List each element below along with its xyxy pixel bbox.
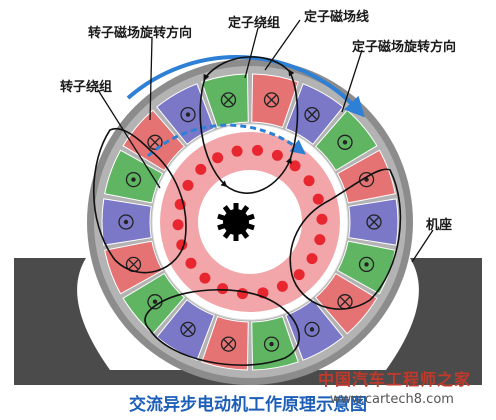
winding-into-page-icon (366, 214, 382, 230)
winding-out-of-page-icon (358, 256, 375, 273)
label-base: 机座 (426, 218, 453, 233)
rotor-conductor (271, 149, 283, 161)
stator-field-lines (93, 56, 402, 366)
stator-segment (314, 109, 378, 172)
rotor-conductor (231, 145, 243, 157)
watermark-url: www.cartech8.com (330, 392, 454, 407)
stator-segment (156, 83, 215, 145)
winding-out-of-page-icon (263, 336, 280, 352)
rotor-conductor (212, 152, 224, 164)
rotor-conductor (172, 219, 184, 231)
rotor-conductor (182, 179, 194, 191)
winding-out-of-page-icon (304, 321, 320, 338)
label-stator-winding: 定子绕组 (228, 16, 281, 31)
stator-segment (201, 315, 249, 371)
rotor-conductors (172, 144, 328, 300)
winding-out-of-page-icon (118, 214, 134, 230)
field-line-right (289, 168, 402, 310)
label-stator-field-line: 定子磁场线 (304, 10, 370, 25)
rotor-conductor (236, 288, 248, 300)
watermark-name: 中国汽车工程师之家 (318, 370, 472, 389)
rotor-conductor (199, 272, 211, 284)
rotor-conductor (312, 193, 324, 205)
stator-segment (104, 149, 164, 204)
winding-out-of-page-icon (337, 134, 353, 150)
label-rotor-winding: 转子绕组 (60, 80, 113, 95)
rotor-conductor (252, 144, 264, 156)
label-rotor-field-rotation: 转子磁场旋转方向 (88, 26, 193, 41)
stator-segment (104, 240, 164, 295)
winding-out-of-page-icon (125, 171, 142, 188)
field-line-left (93, 128, 187, 274)
winding-into-page-icon (147, 134, 163, 150)
rotor-conductor (289, 160, 301, 172)
shaft (217, 203, 255, 241)
label-stator-field-rotation: 定子磁场旋转方向 (352, 40, 457, 55)
rotor-conductor (276, 280, 288, 292)
field-line-top (199, 56, 299, 194)
rotor-conductor (316, 213, 328, 225)
winding-into-page-icon (304, 106, 320, 123)
base-frame (14, 258, 482, 385)
caption: 交流异步电动机工作原理示意图 (129, 395, 367, 415)
field-line-bottom (144, 289, 300, 366)
winding-into-page-icon (220, 336, 237, 352)
rotor-conductor (195, 163, 207, 175)
winding-out-of-page-icon (180, 106, 196, 123)
winding-into-page-icon (180, 321, 196, 338)
rotor-conductor (217, 283, 229, 295)
rotor-conductor (293, 269, 305, 281)
stator-segment (285, 299, 344, 361)
rotor-conductor (314, 234, 326, 246)
rotor-conductor (185, 257, 197, 269)
rotor-conductor (303, 175, 315, 187)
rotor-conductor (306, 253, 318, 265)
